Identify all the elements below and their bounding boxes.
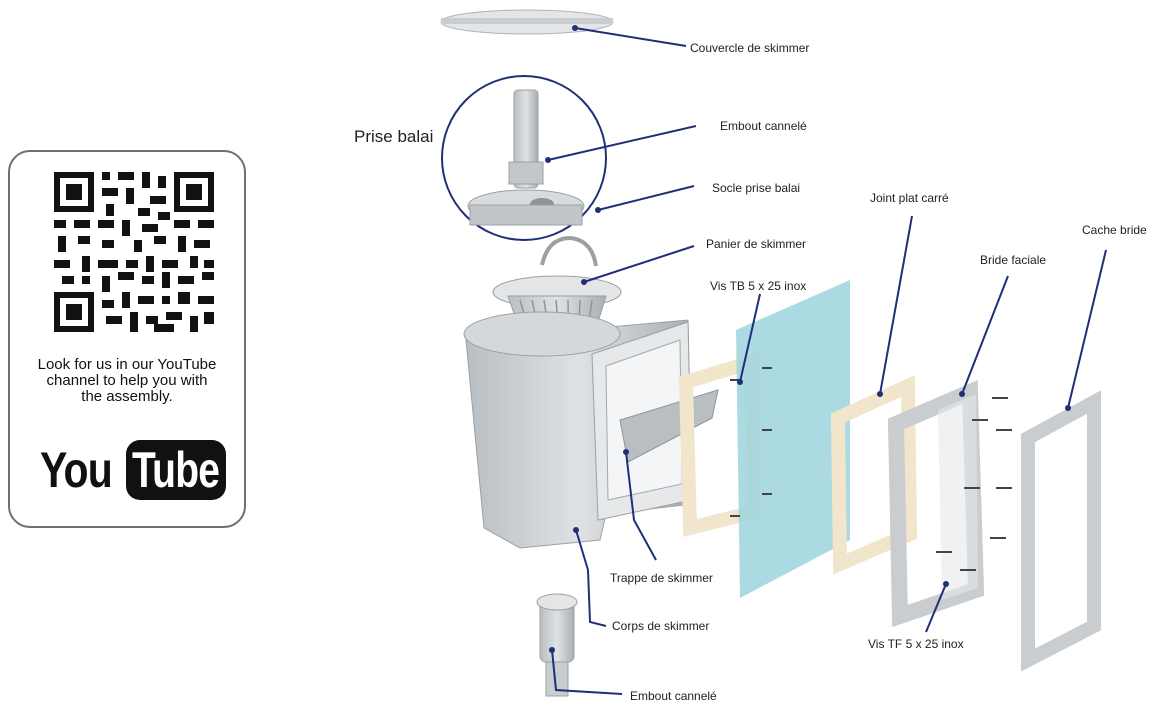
youtube-logo-box: Tube <box>126 440 226 500</box>
youtube-logo[interactable]: You Tube <box>38 440 228 502</box>
label-corps: Corps de skimmer <box>612 619 709 633</box>
vacuum-plate-group <box>441 75 607 241</box>
youtube-logo-you: You <box>40 442 113 498</box>
label-embout-bottom: Embout cannelé <box>630 689 717 703</box>
label-couvercle: Couvercle de skimmer <box>690 41 809 55</box>
flange-cover <box>1021 390 1101 672</box>
label-bride-faciale: Bride faciale <box>980 253 1046 267</box>
square-flat-gasket <box>830 375 918 575</box>
youtube-logo-tube: Tube <box>132 442 220 498</box>
face-flange <box>887 379 1012 628</box>
caption-line: Look for us in our YouTube <box>37 356 217 373</box>
label-vis-tf: Vis TF 5 x 25 inox <box>868 637 964 651</box>
label-trappe: Trappe de skimmer <box>610 571 713 585</box>
label-embout-top: Embout cannelé <box>720 119 807 133</box>
label-joint: Joint plat carré <box>870 191 949 205</box>
youtube-card: Look for us in our YouTube channel to he… <box>8 150 246 528</box>
label-cache-bride: Cache bride <box>1082 223 1147 237</box>
skimmer-body <box>463 311 719 549</box>
youtube-caption: Look for us in our YouTube channel to he… <box>10 357 244 405</box>
qr-code[interactable] <box>54 172 214 332</box>
label-socle: Socle prise balai <box>712 181 800 195</box>
barbed-fitting-bottom <box>536 593 578 697</box>
label-vis-tb: Vis TB 5 x 25 inox <box>710 279 806 293</box>
caption-line: channel to help you with <box>46 372 208 389</box>
pool-liner <box>730 280 850 598</box>
skimmer-cover <box>440 9 614 35</box>
leader-lines <box>545 25 1107 695</box>
label-panier: Panier de skimmer <box>706 237 806 251</box>
label-prise-balai: Prise balai <box>354 127 433 146</box>
caption-line: the assembly. <box>81 388 173 405</box>
